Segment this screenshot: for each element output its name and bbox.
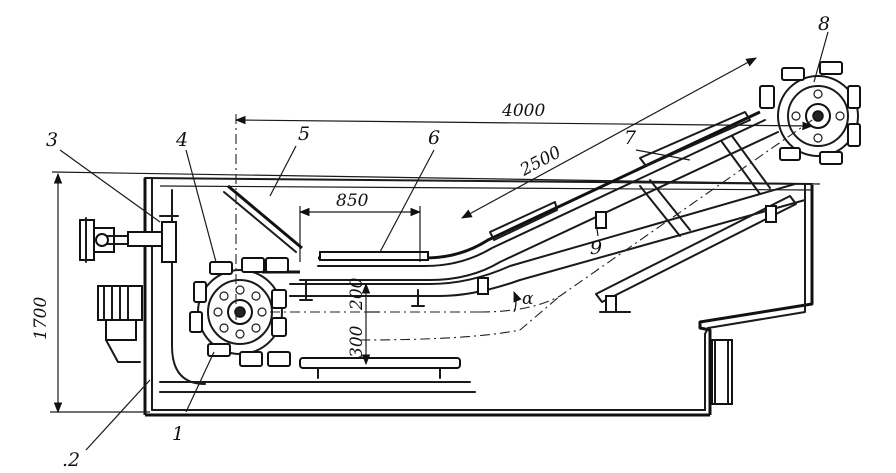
drive-unit — [79, 215, 179, 363]
label-7: 7 — [624, 127, 637, 149]
lower-sprocket — [189, 261, 287, 357]
label-8: 8 — [818, 13, 830, 35]
leader-lines — [59, 31, 829, 451]
label-4: 4 — [175, 129, 188, 151]
tank-housing — [51, 171, 821, 417]
label-6: 6 — [428, 127, 440, 149]
label-2: .2 — [62, 449, 80, 471]
dim-200: 200 — [347, 277, 367, 311]
label-5: 5 — [298, 123, 310, 145]
label-3: 3 — [46, 129, 58, 151]
dim-4000: 4000 — [501, 101, 545, 121]
dimension-lines — [50, 57, 814, 414]
guide-plate — [227, 184, 303, 250]
label-1: 1 — [172, 423, 184, 445]
upper-sprocket — [759, 61, 861, 165]
dim-300: 300 — [347, 325, 367, 358]
dim-850: 850 — [336, 191, 369, 211]
conveyor-top-strand — [241, 110, 779, 281]
label-9: 9 — [590, 237, 602, 259]
part-labels: 1 .2 3 4 5 6 7 8 9 — [46, 13, 830, 471]
dim-1700: 1700 — [31, 297, 51, 340]
drain-flange — [711, 339, 733, 405]
dim-angle-alpha: α — [522, 289, 534, 309]
